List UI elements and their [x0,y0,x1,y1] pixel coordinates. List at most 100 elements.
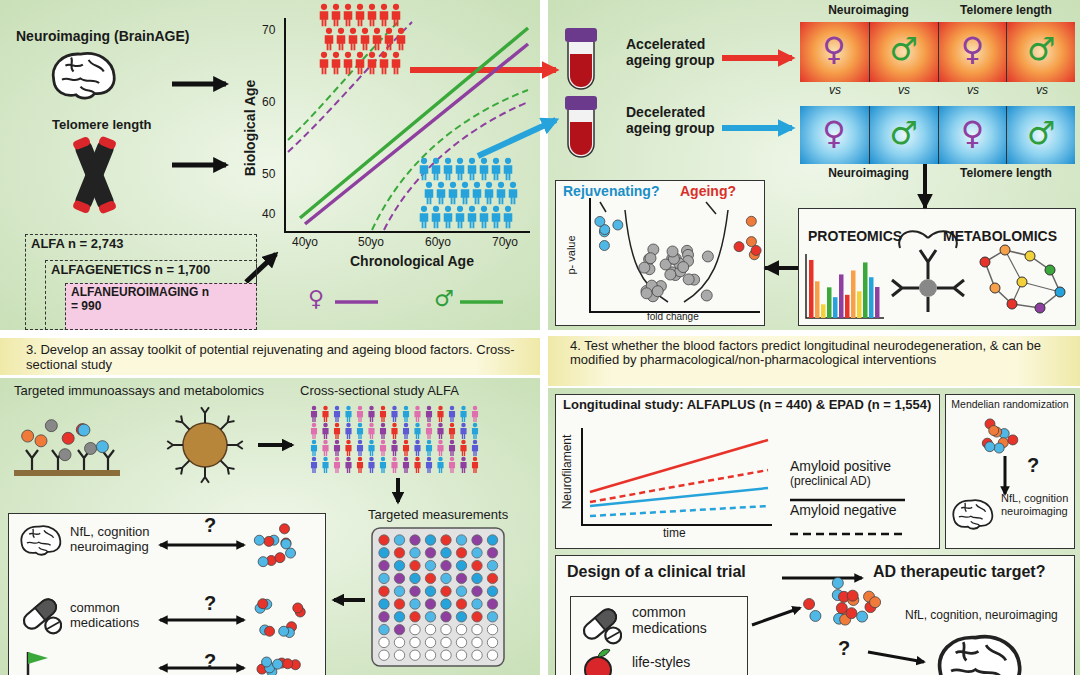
person-figure [345,411,351,422]
flow-arrow [396,478,400,502]
longitudinal-line [590,488,768,506]
person-figure [381,423,385,427]
flow-arrow [246,254,276,282]
regression-line [384,102,528,230]
factor-dot [701,290,712,301]
node-text: Rejuvenating? [563,183,659,199]
person-figure [357,428,363,439]
person-figure [380,440,386,456]
blood-tube [565,96,597,157]
factor-dot [870,597,881,608]
person-figure [480,158,489,181]
label-text: Telomere length [52,118,151,133]
person-figure [473,182,482,205]
person-figure [357,411,363,422]
person-figure [414,411,420,422]
label-text: 60yo [425,236,451,250]
trial-box: Design of a clinical trialAD therapeutic… [555,555,1075,675]
chromosome-icon [72,136,117,215]
section-band: 3. Develop an assay toolkit of potential… [0,338,540,375]
person-figure [357,457,363,473]
person-figure [322,457,328,473]
person-figure [415,457,419,461]
node-text: ALFANEUROIMAGING n = 990 [71,286,211,314]
plate-well [487,573,497,583]
person-figure [391,423,397,439]
factor-dot [832,578,843,589]
node-text: Mendelian randomization [949,398,1071,410]
factor-dot [836,603,847,614]
person-figure [492,158,501,181]
person-figure [426,457,432,473]
plate-well [394,560,404,570]
factor-dot [847,590,858,601]
person-figure [437,411,443,422]
comparison-cell: ♂ [869,22,938,82]
person-figure [461,182,470,205]
person-figure [312,423,316,427]
person-figure [460,445,466,456]
person-figure [437,189,446,204]
factor-dot [280,524,290,534]
longitudinal-line [590,440,768,492]
node-text: NfL, cognition neuroimaging [1001,492,1073,517]
plate-well [394,637,404,647]
node-text: Longitudinal study: ALFAPLUS (n = 440) &… [563,398,931,413]
person-figure [450,423,454,427]
apple-icon [598,649,610,657]
plate-well [487,535,497,545]
node-text: 3. Develop an assay toolkit of potential… [26,342,536,372]
factor-dot [96,441,108,453]
regression-line [288,20,400,140]
network-node [1035,303,1045,313]
box-fill [555,394,940,549]
node-text: Neuroimaging [800,167,937,181]
person-figure [437,462,443,473]
person-figure [320,52,329,75]
person-figure [326,28,332,34]
plate-well [410,637,420,647]
comparison-cell: ♀ [938,22,1007,82]
person-figure [473,423,477,427]
plate-well [379,637,389,647]
person-figure [323,440,327,444]
network-node [980,257,990,267]
person-figure [481,158,487,164]
person-figure [438,457,442,461]
plate-well [487,624,497,634]
person-figure [345,462,351,473]
person-figure [472,445,478,456]
antibody-icon [919,279,937,297]
person-figure [427,423,431,427]
box-fill [798,208,1076,326]
bar [839,274,844,318]
person-figure [380,445,386,456]
person-figure [392,423,396,427]
mendelian-box: Mendelian randomization?NfL, cognition n… [945,394,1075,549]
plate-well [410,586,420,596]
person-figure [311,445,317,456]
person-figure [369,4,375,10]
person-figure [415,423,419,427]
person-figure [349,28,358,51]
factor-dot [45,420,57,432]
person-figure [427,406,431,410]
person-figure [392,4,401,27]
factor-dot [746,237,756,247]
node-text: ♂ [1007,31,1075,68]
person-figure [472,462,478,473]
network-node [1025,251,1035,261]
factor-dot [746,216,756,226]
person-figure [397,35,406,50]
person-figure [456,158,465,181]
plate-well [425,612,435,622]
person-figure [357,406,363,422]
label-text: Targeted immunoassays and metabolomics [14,384,264,399]
comparison-cell: ♂ [869,106,938,164]
node-text: ♂ [1007,115,1075,152]
longitudinal-line [590,506,768,516]
person-figure [414,423,420,439]
person-figure [432,165,441,180]
bead-icon [183,423,227,467]
person-figure [332,11,341,26]
